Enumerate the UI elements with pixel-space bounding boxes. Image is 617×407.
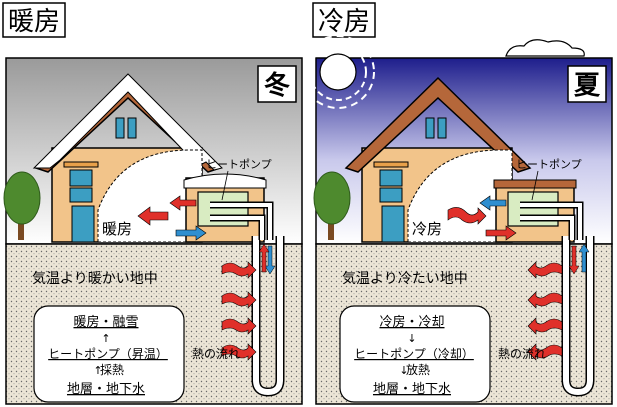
process-flow-box [33, 305, 185, 403]
tree [3, 171, 41, 240]
season-label: 夏 [574, 71, 601, 101]
return-air-arrow [485, 225, 517, 241]
panel-title: 冷房 [318, 7, 370, 37]
heat-flow-arrows [221, 261, 257, 361]
season-label: 冬 [264, 71, 290, 101]
heat-flow-label: 熱の流れ [192, 347, 240, 361]
title-box [312, 2, 376, 38]
ground-label: 気温より冷たい地中 [342, 271, 468, 287]
flow-arrow-1: ↑ [101, 332, 110, 345]
flow-bottom: 地層・地下水 [373, 382, 451, 397]
flow-process: 採熱 [100, 363, 124, 377]
flow-arrow-2: ↑ [93, 364, 102, 377]
heat-flow-arrows [527, 261, 563, 361]
flow-top: 暖房・融雪 [73, 314, 138, 330]
room-label: 冷房 [412, 220, 442, 238]
flow-bottom: 地層・地下水 [67, 382, 145, 397]
hot-air-arrow [169, 195, 197, 211]
tree [313, 171, 351, 240]
room-label: 暖房 [102, 220, 132, 238]
process-flow-box [339, 305, 491, 403]
house [344, 76, 532, 243]
ground-pipe [520, 201, 595, 397]
heat-pump-box [507, 191, 559, 227]
panel-title: 暖房 [8, 7, 60, 37]
house [32, 73, 223, 243]
heating-diagram: 暖房 冬 [2, 2, 303, 405]
season-box [257, 65, 297, 103]
heat-pump-label: ヒートポンプ [206, 158, 272, 171]
heating-panel: 暖房 冬 [0, 0, 308, 407]
cloud [505, 39, 585, 57]
heating-arrow [137, 206, 169, 226]
heat-pump-label: ヒートポンプ [516, 158, 582, 171]
ground-pipe [210, 201, 285, 397]
flow-middle: ヒートポンプ（昇温） [48, 347, 168, 361]
flow-process: 放熱 [406, 362, 430, 377]
heat-flow-label: 熱の流れ [498, 347, 546, 361]
flow-top: 冷房・冷却 [379, 314, 444, 330]
flow-arrow-1: ↓ [407, 332, 416, 345]
cooling-panel: 冷房 夏 [310, 0, 617, 407]
season-box [567, 65, 607, 103]
return-air-arrow [175, 225, 207, 241]
flow-middle: ヒートポンプ（冷却） [354, 347, 474, 361]
title-box [2, 2, 66, 38]
room-heat-arrow [447, 207, 487, 225]
ground-label: 気温より暖かい地中 [32, 271, 158, 287]
sun [310, 35, 375, 109]
flow-arrow-2: ↓ [399, 364, 408, 377]
cooling-diagram: 冷房 夏 [310, 2, 613, 405]
cool-air-arrow [479, 195, 507, 211]
